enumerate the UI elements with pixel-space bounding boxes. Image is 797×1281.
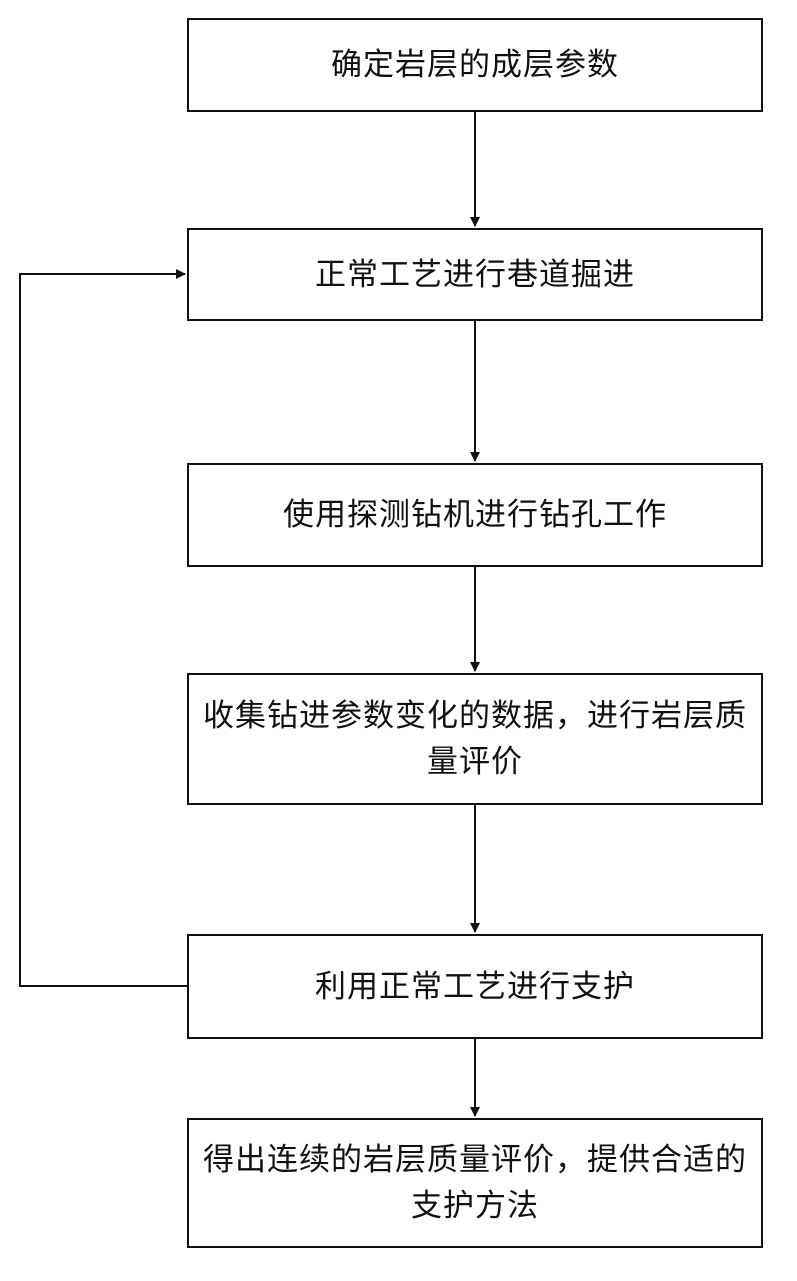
step-box-5: 利用正常工艺进行支护 <box>187 934 763 1039</box>
step-box-6: 得出连续的岩层质量评价，提供合适的支护方法 <box>187 1118 763 1248</box>
step-box-1: 确定岩层的成层参数 <box>187 18 763 112</box>
step-box-2: 正常工艺进行巷道掘进 <box>187 228 763 321</box>
step-box-3: 使用探测钻机进行钻孔工作 <box>187 463 763 567</box>
step-label-5: 利用正常工艺进行支护 <box>315 964 635 1010</box>
step-label-6: 得出连续的岩层质量评价，提供合适的支护方法 <box>197 1137 753 1229</box>
step-label-3: 使用探测钻机进行钻孔工作 <box>283 492 667 538</box>
loop-arrow-step5-to-step2 <box>20 274 187 986</box>
step-box-4: 收集钻进参数变化的数据，进行岩层质量评价 <box>187 673 763 805</box>
step-label-2: 正常工艺进行巷道掘进 <box>315 252 635 298</box>
step-label-1: 确定岩层的成层参数 <box>331 42 619 88</box>
step-label-4: 收集钻进参数变化的数据，进行岩层质量评价 <box>197 693 753 785</box>
